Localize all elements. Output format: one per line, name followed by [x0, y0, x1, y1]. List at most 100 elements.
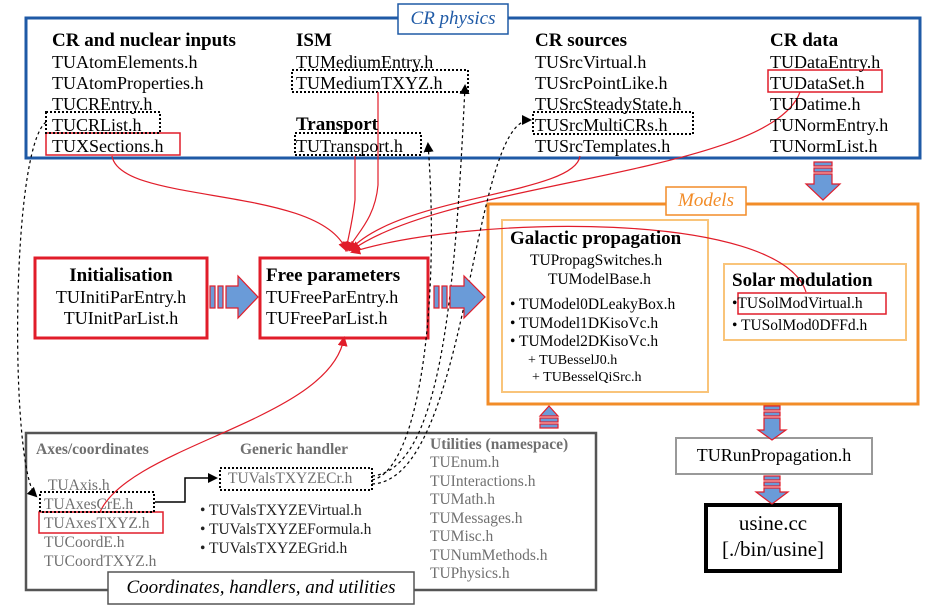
file-item: TUNumMethods.h: [430, 546, 548, 564]
file-item: TUCRList.h: [52, 115, 142, 135]
arrow-dataset-to-free: [350, 91, 801, 252]
axes-header: Axes/coordinates: [36, 441, 149, 458]
tucrlist-dotted: [45, 111, 161, 134]
models-title-box: [665, 186, 747, 216]
handler-files: • TUValsTXYZEVirtual.h • TUValsTXYZEForm…: [200, 501, 371, 558]
nuclear-inputs-group: CR and nuclear inputs TUAtomElements.h T…: [52, 30, 236, 157]
cr-physics-title: CR physics: [410, 8, 496, 29]
file-item: TUSrcSteadyState.h: [535, 94, 682, 114]
file-item: •TUSolModVirtual.h: [732, 295, 863, 312]
usine-box: [704, 503, 842, 573]
transport-header: Transport: [296, 114, 378, 135]
tumediumtxyz-dotted: [291, 69, 469, 93]
galactic-extra-files: + TUBesselJ0.h + TUBesselQiSrc.h: [528, 352, 642, 386]
solar-box: [723, 263, 907, 341]
ism-group: ISM TUMediumEntry.h TUMediumTXYZ.h: [296, 30, 442, 94]
file-item: TUInteractions.h: [430, 472, 536, 490]
cr-sources-header: CR sources: [535, 30, 628, 51]
file-item: TUMisc.h: [430, 528, 494, 545]
file-item: • TUValsTXYZEVirtual.h: [200, 502, 362, 519]
tusrcmulticrs-dotted: [532, 111, 694, 135]
arrow-srctemplates-to-free: [348, 155, 581, 252]
bottom-panel-title: Coordinates, handlers, and utilities: [126, 577, 396, 598]
tuaxescre-dotted: [39, 491, 155, 513]
bottom-title-box: [107, 571, 415, 605]
file-item: TUNormEntry.h: [770, 115, 889, 135]
init-box: [33, 256, 209, 340]
file-item: TUPhysics.h: [430, 565, 510, 582]
file-item: TUDataSet.h: [770, 73, 865, 93]
initialisation-group: Initialisation TUInitiParEntry.h TUInitP…: [35, 265, 207, 329]
transport-group: Transport TUTransport.h: [296, 114, 403, 157]
cr-sources-group: CR sources TUSrcVirtual.h TUSrcPointLike…: [535, 30, 681, 157]
free-parameters-group: Free parameters TUFreeParEntry.h TUFreeP…: [266, 265, 400, 329]
fat-arrow-data-to-models: [804, 161, 842, 201]
fat-arrow-init-to-free: [209, 274, 259, 320]
tuaxestxyz-highlight: [38, 511, 164, 534]
galactic-header: Galactic propagation: [510, 228, 682, 249]
initialisation-header: Initialisation: [69, 265, 173, 286]
file-item: TUNormList.h: [770, 136, 878, 156]
file-item: TUSrcMultiCRs.h: [535, 115, 668, 135]
arrow-xsections-to-free: [111, 155, 348, 252]
handler-main-file: TUValsTXYZECr.h: [228, 470, 353, 487]
file-item: • TUSolMod0DFFd.h: [732, 316, 868, 334]
file-item: TUTransport.h: [296, 136, 403, 156]
arrow-solmod-to-free: [350, 225, 807, 293]
file-item: TUAtomProperties.h: [52, 73, 204, 93]
free-parameters-header: Free parameters: [266, 265, 401, 286]
file-item: TUMessages.h: [430, 509, 523, 527]
fat-arrow-models-to-run: [756, 405, 788, 441]
file-item: TUCoordTXYZ.h: [44, 553, 157, 570]
arrow-axestxyz-to-free: [99, 336, 348, 513]
fat-arrow-run-to-usine: [754, 475, 790, 505]
file-item: • TUModel0DLeakyBox.h: [510, 296, 676, 313]
file-item: TUAxis.h: [48, 477, 110, 494]
file-item: TUMediumTXYZ.h: [296, 73, 443, 93]
file-item: • TUModel2DKisoVc.h: [510, 333, 659, 350]
nuclear-inputs-header: CR and nuclear inputs: [52, 30, 236, 51]
utilities-header: Utilities (namespace): [430, 436, 569, 453]
file-item: TUFreeParEntry.h: [266, 287, 399, 307]
file-item: TUInitParList.h: [63, 308, 179, 328]
run-propagation-label: TURunPropagation.h: [696, 445, 852, 465]
galactic-base-files: TUPropagSwitches.h TUModelBase.h: [530, 252, 662, 289]
file-item: TUInitiParEntry.h: [55, 287, 187, 307]
solar-modulation-group: Solar modulation •TUSolModVirtual.h • TU…: [732, 270, 873, 335]
galactic-model-files: • TUModel0DLeakyBox.h • TUModel1DKisoVc.…: [510, 296, 675, 352]
file-item: TUSrcVirtual.h: [535, 52, 647, 72]
file-item: TUAxesTXYZ.h: [44, 515, 150, 532]
file-item: TUCREntry.h: [52, 94, 153, 114]
file-item: TUAtomElements.h: [52, 52, 198, 72]
utilities-group: Utilities (namespace) TUEnum.h TUInterac…: [430, 436, 568, 584]
dotted-crlist-to-axescre: [17, 121, 47, 498]
file-item: TUMath.h: [430, 491, 496, 508]
fat-arrow-free-to-models: [433, 274, 486, 320]
file-item: • TUModel1DKisoVc.h: [510, 314, 659, 332]
file-item: + TUBesselJ0.h: [528, 353, 618, 368]
file-item: TUEnum.h: [430, 454, 500, 471]
dotted-valsecr-to-transport: [371, 142, 434, 481]
fat-arrow-bottom-to-models: [538, 405, 560, 429]
file-item: TUDatime.h: [770, 94, 861, 114]
file-item: TUDataEntry.h: [770, 52, 881, 72]
file-item: TUXSections.h: [52, 136, 164, 156]
arrow-transport-to-free: [342, 156, 356, 252]
galactic-propagation-group: Galactic propagation: [510, 228, 681, 250]
file-item: • TUValsTXYZEFormula.h: [200, 521, 372, 538]
models-title: Models: [678, 190, 734, 211]
solar-header: Solar modulation: [732, 270, 873, 291]
file-item: • TUValsTXYZEGrid.h: [200, 540, 348, 557]
arrow-axescre-to-handler: [155, 473, 218, 503]
usine-source: usine.cc: [738, 511, 808, 535]
galactic-box: [501, 219, 709, 393]
tuvalstxyzecr-dotted: [219, 467, 373, 491]
cr-physics-title-box: [397, 3, 509, 35]
cr-data-group: CR data TUDataEntry.h TUDataSet.h TUDati…: [770, 30, 888, 157]
usine-group: usine.cc [./bin/usine]: [706, 510, 840, 562]
file-item: TUCoordE.h: [44, 534, 125, 551]
tutransport-dotted: [294, 132, 422, 156]
tusolmodvirtual-highlight: [737, 292, 887, 315]
